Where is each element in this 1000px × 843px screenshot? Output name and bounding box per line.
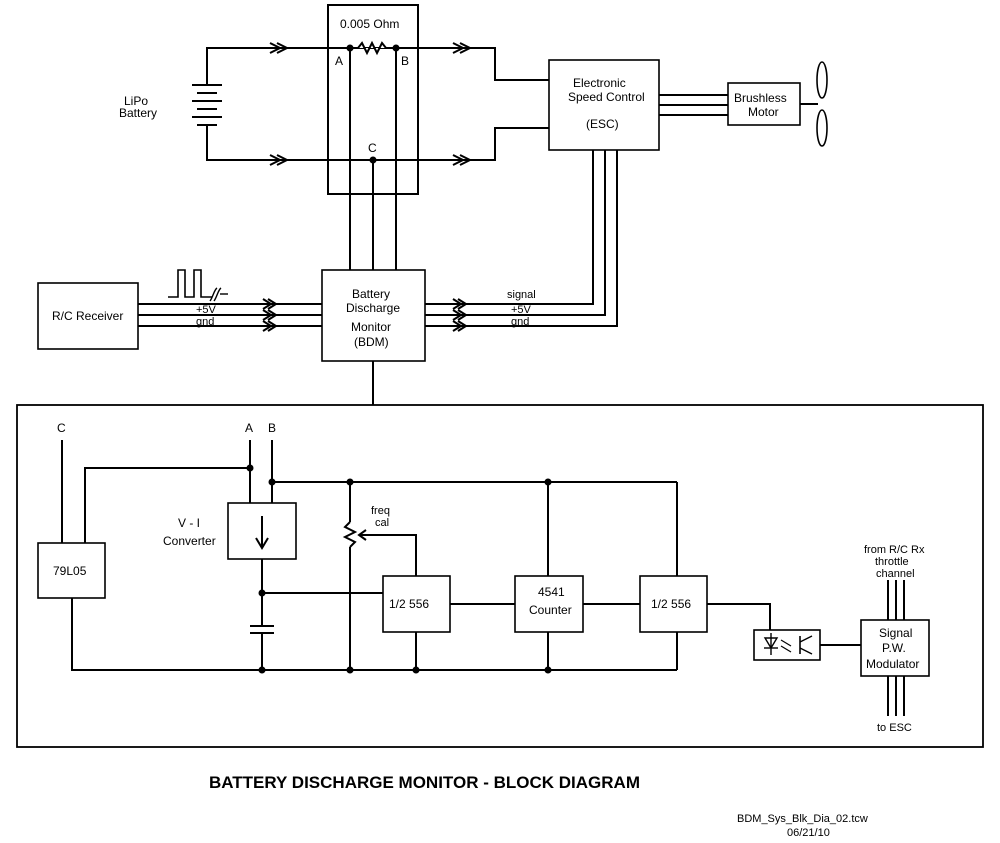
diagram-title: BATTERY DISCHARGE MONITOR - BLOCK DIAGRA… bbox=[209, 773, 640, 792]
counter-label-line1: 4541 bbox=[538, 585, 565, 599]
receiver-to-bdm-wires bbox=[138, 298, 322, 332]
date-label: 06/21/10 bbox=[787, 827, 830, 839]
pwm-label-line3: Modulator bbox=[866, 657, 919, 671]
esc-gnd-label: gnd bbox=[511, 316, 529, 328]
timer-556-left-box bbox=[382, 575, 451, 633]
bdm-label-line1: Battery bbox=[352, 287, 390, 301]
terminal-b-label: B bbox=[401, 54, 409, 68]
terminal-c-label: C bbox=[368, 141, 377, 155]
detail-terminal-a-label: A bbox=[245, 421, 253, 435]
bdm-label-line2: Discharge bbox=[346, 301, 400, 315]
esc-label-line3: (ESC) bbox=[586, 117, 619, 131]
motor-box bbox=[727, 82, 801, 126]
pulse-signal-icon bbox=[168, 269, 212, 298]
vi-converter-label-line1: V - I bbox=[178, 516, 200, 530]
capacitor-icon bbox=[250, 625, 274, 634]
shunt-resistor-icon bbox=[357, 40, 387, 56]
pwm-label-line1: Signal bbox=[879, 626, 912, 640]
bdm-label-line4: (BDM) bbox=[354, 335, 389, 349]
file-name-label: BDM_Sys_Blk_Dia_02.tcw bbox=[737, 813, 868, 825]
esc-label-line1: Electronic bbox=[573, 76, 626, 90]
esc-5v-label: +5V bbox=[511, 304, 532, 316]
rx-label-line1: from R/C Rx bbox=[864, 544, 925, 556]
to-esc-label: to ESC bbox=[877, 722, 912, 734]
battery-label-line1: LiPo bbox=[124, 94, 148, 108]
freq-cal-potentiometer-icon bbox=[342, 521, 358, 548]
regulator-label: 79L05 bbox=[53, 564, 87, 578]
rc-receiver-box bbox=[37, 282, 139, 350]
esc-label-line2: Speed Control bbox=[568, 90, 645, 104]
terminal-a-label: A bbox=[335, 54, 343, 68]
battery-label-line2: Battery bbox=[119, 106, 157, 120]
timer-556-right-label: 1/2 556 bbox=[651, 597, 691, 611]
optocoupler-icon bbox=[753, 629, 821, 661]
motor-label-line2: Motor bbox=[748, 105, 779, 119]
receiver-5v-label: +5V bbox=[196, 304, 217, 316]
counter-label-line2: Counter bbox=[529, 603, 572, 617]
battery-negative-wire bbox=[206, 127, 549, 166]
detail-terminal-b-label: B bbox=[268, 421, 276, 435]
freq-cal-label-line2: cal bbox=[375, 517, 389, 529]
freq-cal-label-line1: freq bbox=[371, 505, 390, 517]
pwm-label-line2: P.W. bbox=[882, 641, 906, 655]
lipo-battery bbox=[192, 70, 222, 140]
motor-label-line1: Brushless bbox=[734, 91, 787, 105]
timer-556-left-label: 1/2 556 bbox=[389, 597, 429, 611]
bdm-label-line3: Monitor bbox=[351, 320, 391, 334]
shunt-value-label: 0.005 Ohm bbox=[340, 17, 399, 31]
rx-label-line2: throttle bbox=[875, 556, 909, 568]
rc-receiver-label: R/C Receiver bbox=[52, 309, 123, 323]
regulator-79l05-box bbox=[37, 542, 106, 599]
bdm-to-esc-wires bbox=[425, 150, 618, 332]
vi-converter-label-line2: Converter bbox=[163, 534, 216, 548]
esc-signal-label: signal bbox=[507, 289, 536, 301]
receiver-gnd-label: gnd bbox=[196, 316, 214, 328]
propeller-icon bbox=[816, 61, 828, 147]
rx-label-line3: channel bbox=[876, 568, 915, 580]
esc-box bbox=[548, 59, 660, 151]
detail-terminal-c-label: C bbox=[57, 421, 66, 435]
bdm-detail-frame bbox=[16, 404, 984, 748]
battery-positive-wire bbox=[206, 42, 549, 81]
